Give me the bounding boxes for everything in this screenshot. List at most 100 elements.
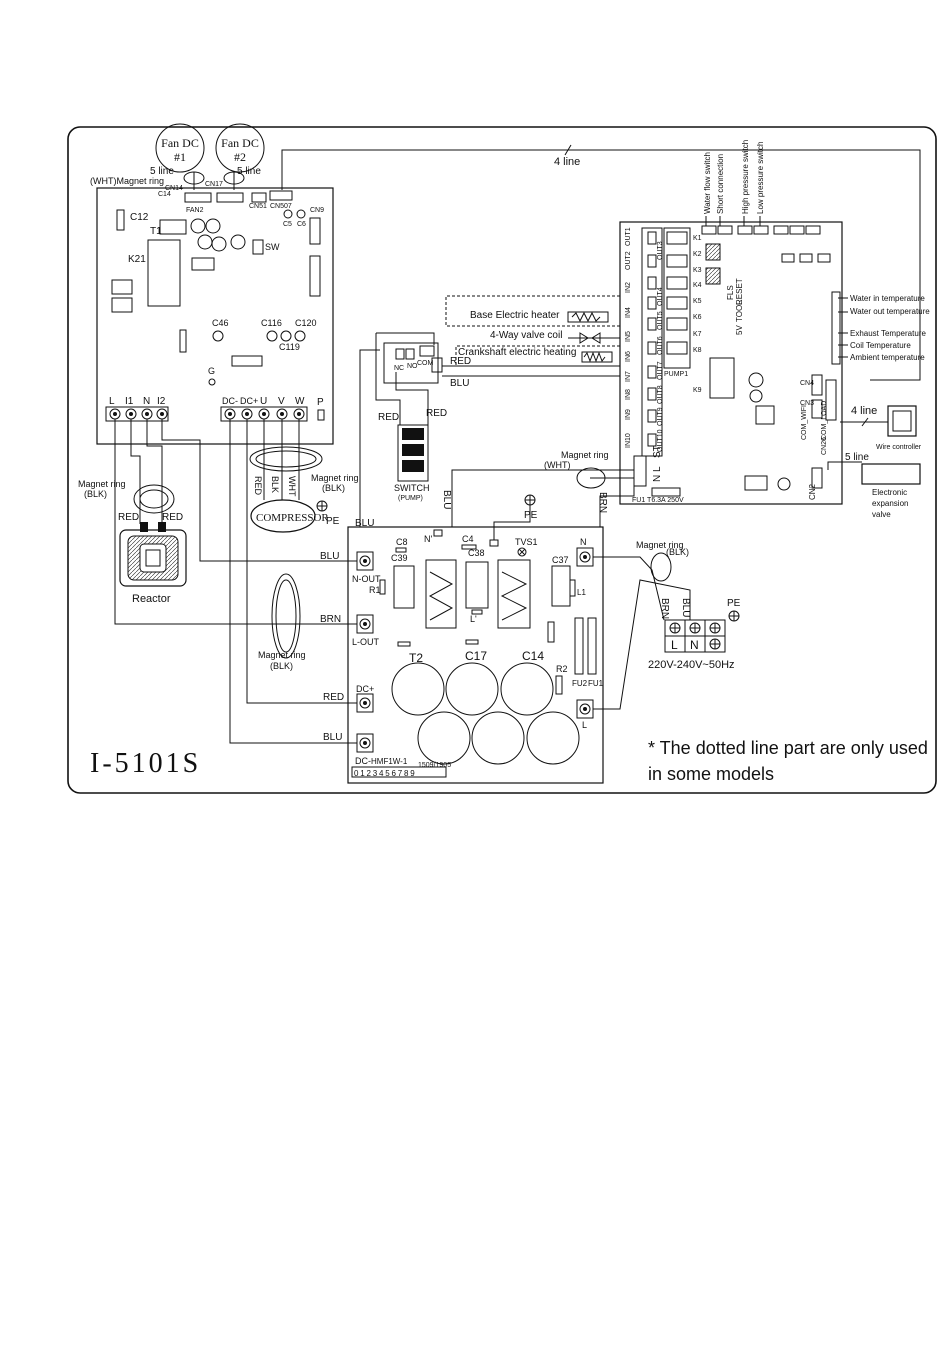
svg-text:BRN: BRN (320, 614, 341, 625)
svg-text:K21: K21 (128, 254, 146, 265)
short-connection-label: Short connection (716, 154, 725, 214)
pump-switch: NC NO COM RED BLU RED RED SWITCH (PUMP) (375, 332, 620, 502)
svg-text:FU2: FU2 (572, 679, 588, 688)
svg-text:IN7: IN7 (625, 371, 632, 382)
svg-text:K9: K9 (693, 387, 702, 394)
svg-text:TOOL: TOOL (735, 300, 744, 322)
svg-text:IN9: IN9 (625, 409, 632, 420)
model-title: I-5101S (90, 748, 201, 779)
svg-text:CN4: CN4 (800, 380, 814, 387)
wht-magnet-ring-label: (WHT)Magnet ring (90, 176, 164, 186)
svg-text:BLU: BLU (680, 598, 691, 617)
svg-text:RESET: RESET (735, 278, 744, 305)
svg-text:K7: K7 (693, 331, 702, 338)
svg-text:DC-: DC- (222, 396, 238, 406)
reactor-label: Reactor (132, 593, 171, 605)
four-line-controller: 4 line (851, 405, 877, 417)
svg-text:CN17: CN17 (205, 181, 223, 188)
power-supply-label: 220V-240V~50Hz (648, 659, 735, 671)
svg-text:NO: NO (407, 363, 418, 370)
note-line-1: * The dotted line part are only used (648, 738, 928, 758)
svg-text:CN507: CN507 (270, 203, 292, 210)
svg-text:IN6: IN6 (625, 351, 632, 362)
svg-text:4-Way valve coil: 4-Way valve coil (490, 330, 562, 341)
svg-text:Exhaust Temperature: Exhaust Temperature (850, 329, 926, 338)
high-pressure-switch-label: High pressure switch (741, 140, 750, 214)
svg-text:1509/1905: 1509/1905 (418, 762, 451, 769)
svg-text:FU1: FU1 (588, 679, 604, 688)
svg-text:RED: RED (162, 512, 183, 523)
svg-text:Magnet ring: Magnet ring (636, 540, 684, 550)
svg-text:V: V (278, 396, 285, 407)
svg-text:C14: C14 (158, 191, 171, 198)
svg-text:Ambient temperature: Ambient temperature (850, 353, 925, 362)
svg-text:L-OUT: L-OUT (352, 637, 380, 647)
svg-text:C8: C8 (396, 537, 408, 547)
fan-dc-2: Fan DC #2 (215, 123, 265, 173)
svg-text:CN51: CN51 (249, 203, 267, 210)
diagram-frame (67, 126, 937, 794)
svg-text:CN3: CN3 (800, 400, 814, 407)
svg-text:IN2: IN2 (625, 282, 632, 293)
svg-text:BLU: BLU (320, 551, 339, 562)
svg-text:DC-: DC- (355, 756, 371, 766)
reactor (119, 522, 187, 587)
filter-board: N-OUT L-OUT DC+ DC- HMF1W-1 1509/1905 01… (347, 526, 604, 784)
svg-text:COM: COM (417, 360, 434, 367)
svg-text:K3: K3 (693, 267, 702, 274)
svg-text:(BLK): (BLK) (666, 547, 689, 557)
svg-text:RED: RED (253, 476, 263, 496)
pump-red-label: RED (450, 356, 471, 367)
svg-text:C12: C12 (130, 212, 149, 223)
svg-text:WHT: WHT (287, 476, 297, 497)
svg-text:L': L' (470, 614, 477, 624)
svg-text:(BLK): (BLK) (84, 489, 107, 499)
compressor (250, 499, 316, 533)
svg-text:#1: #1 (174, 150, 186, 164)
four-line-top: 4 line (554, 156, 580, 168)
fan1-line-label: 5 line (150, 166, 174, 177)
svg-text:C46: C46 (212, 318, 229, 328)
svg-text:Water out temperature: Water out temperature (850, 307, 930, 316)
svg-text:FAN2: FAN2 (186, 207, 204, 214)
svg-text:IN5: IN5 (625, 331, 632, 342)
note-line-2: in some models (648, 764, 774, 784)
svg-text:FLS: FLS (726, 285, 735, 300)
svg-text:OUT2: OUT2 (625, 251, 632, 270)
svg-text:CN26: CN26 (821, 437, 828, 455)
pump-blu-label: BLU (450, 378, 469, 389)
svg-text:OUT10: OUT10 (657, 429, 664, 452)
svg-text:Magnet ring: Magnet ring (258, 650, 306, 660)
svg-text:RED: RED (426, 408, 447, 419)
svg-text:C5: C5 (283, 221, 292, 228)
svg-text:K5: K5 (693, 298, 702, 305)
svg-text:BLK: BLK (270, 476, 280, 493)
svg-text:Crankshaft electric heating: Crankshaft electric heating (458, 347, 576, 358)
svg-text:BLU: BLU (355, 518, 374, 529)
svg-text:K6: K6 (693, 314, 702, 321)
svg-text:DC+: DC+ (356, 684, 374, 694)
svg-text:OUT7: OUT7 (657, 361, 664, 380)
svg-text:Coil Temperature: Coil Temperature (850, 341, 911, 350)
svg-text:G: G (208, 366, 215, 376)
svg-text:OUT6: OUT6 (657, 336, 664, 355)
svg-text:(PUMP): (PUMP) (398, 495, 423, 502)
svg-text:C39: C39 (391, 553, 408, 563)
svg-text:Magnet ring: Magnet ring (311, 473, 359, 483)
svg-text:Magnet ring: Magnet ring (561, 450, 609, 460)
svg-text:RED: RED (378, 412, 399, 423)
svg-text:L: L (582, 720, 587, 730)
low-pressure-switch-label: Low pressure switch (756, 142, 765, 214)
svg-text:ST: ST (652, 445, 663, 458)
svg-text:I2: I2 (157, 396, 166, 407)
svg-text:K4: K4 (693, 282, 702, 289)
svg-text:DC+: DC+ (240, 396, 258, 406)
svg-text:#2: #2 (234, 150, 246, 164)
svg-text:Fan DC: Fan DC (221, 136, 259, 150)
svg-text:K1: K1 (693, 235, 702, 242)
svg-text:IN4: IN4 (625, 307, 632, 318)
svg-text:BLU: BLU (441, 490, 452, 509)
svg-text:OUT3: OUT3 (657, 241, 664, 260)
svg-text:W: W (295, 396, 305, 407)
main-control-board: OUT1 OUT2 IN2 IN4 IN5 IN6 IN7 IN8 IN9 IN… (619, 216, 843, 505)
